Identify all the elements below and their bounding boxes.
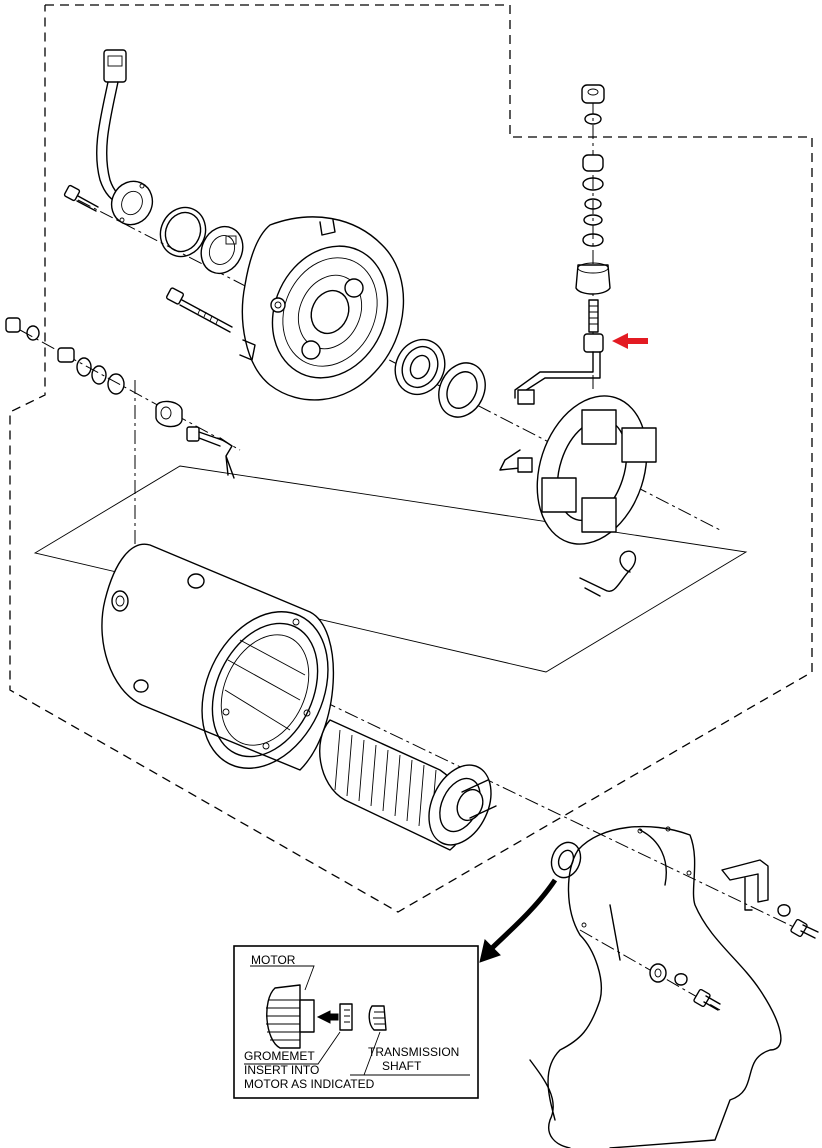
inset-callout-arrow: [479, 878, 558, 963]
terminal-nut-stack: [5, 317, 183, 428]
bearing: [394, 338, 446, 396]
inset-motor-label: MOTOR: [251, 953, 296, 967]
armature: [319, 719, 497, 851]
o-ring: [159, 206, 207, 258]
brush-spring: [579, 550, 637, 597]
transmission-housing: [547, 825, 782, 1148]
motor-housing: [101, 543, 335, 771]
through-bolt: [166, 287, 233, 333]
brush-plate-plane: [33, 465, 748, 673]
mounting-bracket: [721, 859, 819, 939]
inset-instruction-line2: MOTOR AS INDICATED: [244, 1077, 375, 1091]
inset-transmission-line1: TRANSMISSION: [368, 1045, 460, 1059]
lower-fasteners: [649, 963, 721, 1011]
inset-transmission-line2: SHAFT: [382, 1059, 422, 1073]
transmission-phantom-outline: [529, 1059, 571, 1148]
terminal-bolt: [186, 426, 235, 479]
sensor-screw: [63, 184, 99, 212]
sensor-magnet: [200, 225, 244, 275]
assembly-boundary-dashed: [9, 4, 813, 913]
speed-sensor-harness: [96, 49, 127, 206]
inset-detail-box: [233, 945, 479, 1099]
indicator-arrow: [612, 333, 648, 349]
terminal-hardware-stack: [575, 84, 611, 295]
brush-plate: [499, 395, 657, 545]
terminal-stud: [514, 299, 604, 405]
drive-end-bearing: [550, 841, 582, 879]
motor-end-cap: [239, 216, 405, 401]
speed-sensor-ring: [110, 180, 154, 226]
inset-grommet-label: GROMEMET: [244, 1049, 315, 1063]
inset-instruction-line1: INSERT INTO: [244, 1063, 320, 1077]
wave-washer: [438, 362, 486, 418]
